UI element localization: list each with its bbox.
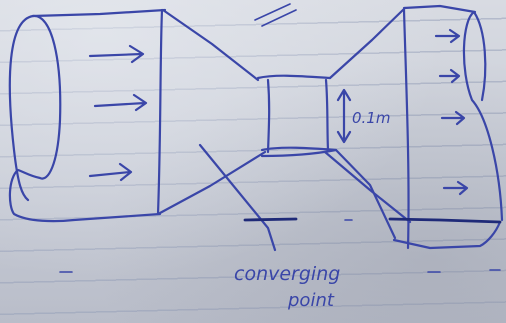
- right-arrow-icon: [88, 162, 133, 182]
- outlet-end-ellipse-front: [472, 10, 487, 102]
- inlet-top-edge: [31, 8, 167, 18]
- converging-top: [161, 8, 260, 82]
- right-arrow-icon: [93, 93, 148, 112]
- right-arrow-icon: [88, 44, 145, 64]
- throat-right: [324, 78, 330, 152]
- diverging-bottom: [334, 148, 397, 240]
- right-arrow-icon: [442, 180, 469, 196]
- converging-label: converging: [234, 263, 340, 285]
- inlet-section-line: [156, 8, 164, 216]
- throat-left: [266, 78, 271, 154]
- diverging-top: [328, 6, 407, 80]
- throat-dimension-arrow: [336, 88, 352, 144]
- outlet-section-line: [402, 8, 410, 250]
- throat-top: [256, 74, 332, 80]
- inlet-end-ellipse-back: [8, 14, 162, 223]
- datum-line-right: [388, 217, 502, 224]
- inlet-end-ellipse: [8, 14, 35, 202]
- point-label: point: [287, 290, 335, 311]
- converging-guide-line: [198, 143, 277, 252]
- converging-bottom: [158, 150, 267, 215]
- outlet-top-edge: [402, 4, 477, 14]
- outlet-end-ellipse: [462, 10, 504, 222]
- outlet-bottom-edge: [392, 220, 502, 250]
- throat-width-label: 0.1m: [352, 109, 390, 127]
- stray-strokes-top: [254, 3, 297, 27]
- diverging-guide-line: [323, 150, 412, 224]
- right-arrow-icon: [434, 28, 461, 44]
- right-arrow-icon: [438, 68, 461, 84]
- right-arrow-icon: [440, 110, 466, 126]
- datum-line-left: [243, 217, 298, 222]
